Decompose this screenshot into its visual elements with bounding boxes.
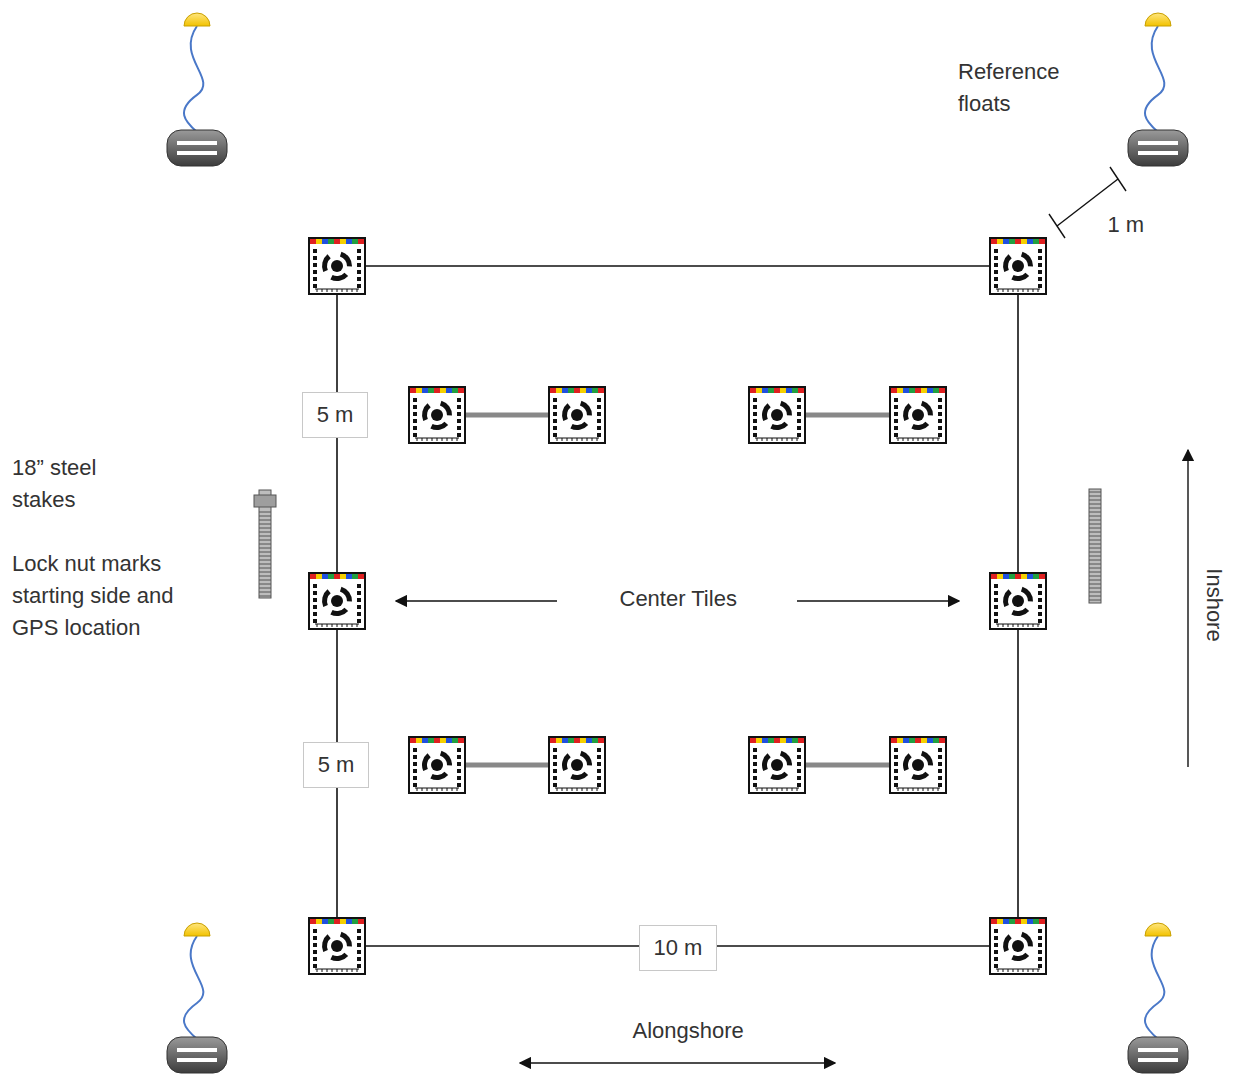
dimension-text: 5 m <box>318 752 355 778</box>
tile-bars <box>437 415 918 765</box>
marker-tile <box>549 737 605 793</box>
direction-label: Alongshore <box>631 1015 746 1047</box>
dimension-box: 5 m <box>302 392 369 438</box>
note-label: Lock nut marks starting side and GPS loc… <box>12 548 174 644</box>
marker-tile <box>990 918 1046 974</box>
reference-float <box>167 13 227 166</box>
marker-tile <box>309 573 365 629</box>
marker-tile <box>549 387 605 443</box>
marker-tile <box>409 387 465 443</box>
reference-float <box>167 923 227 1073</box>
pointer-arrows <box>396 450 1188 1063</box>
rope-lines <box>337 266 1018 946</box>
reference-float <box>1128 923 1188 1073</box>
marker-tile <box>749 387 805 443</box>
marker-tile <box>309 918 365 974</box>
dimension-label: 1 m <box>1106 209 1147 241</box>
marker-tile <box>990 238 1046 294</box>
tile-label: Center Tiles <box>618 583 739 615</box>
stake-label: 18” steel stakes <box>12 452 132 516</box>
reference-floats <box>167 13 1188 1073</box>
reference-float <box>1128 13 1188 166</box>
marker-tile <box>309 238 365 294</box>
steel-stake <box>254 490 276 598</box>
dimension-box: 5 m <box>303 742 370 788</box>
dimension-text: 10 m <box>654 935 703 961</box>
marker-tile <box>890 737 946 793</box>
marker-tile <box>749 737 805 793</box>
direction-label: Inshore <box>1197 568 1229 641</box>
float-label: Reference floats <box>958 56 1098 120</box>
tiles <box>309 238 1046 974</box>
marker-tile <box>890 387 946 443</box>
dimension-box: 10 m <box>639 925 718 971</box>
marker-tile <box>990 573 1046 629</box>
dimension-text: 5 m <box>317 402 354 428</box>
marker-tile <box>409 737 465 793</box>
steel-stake <box>1089 489 1101 603</box>
